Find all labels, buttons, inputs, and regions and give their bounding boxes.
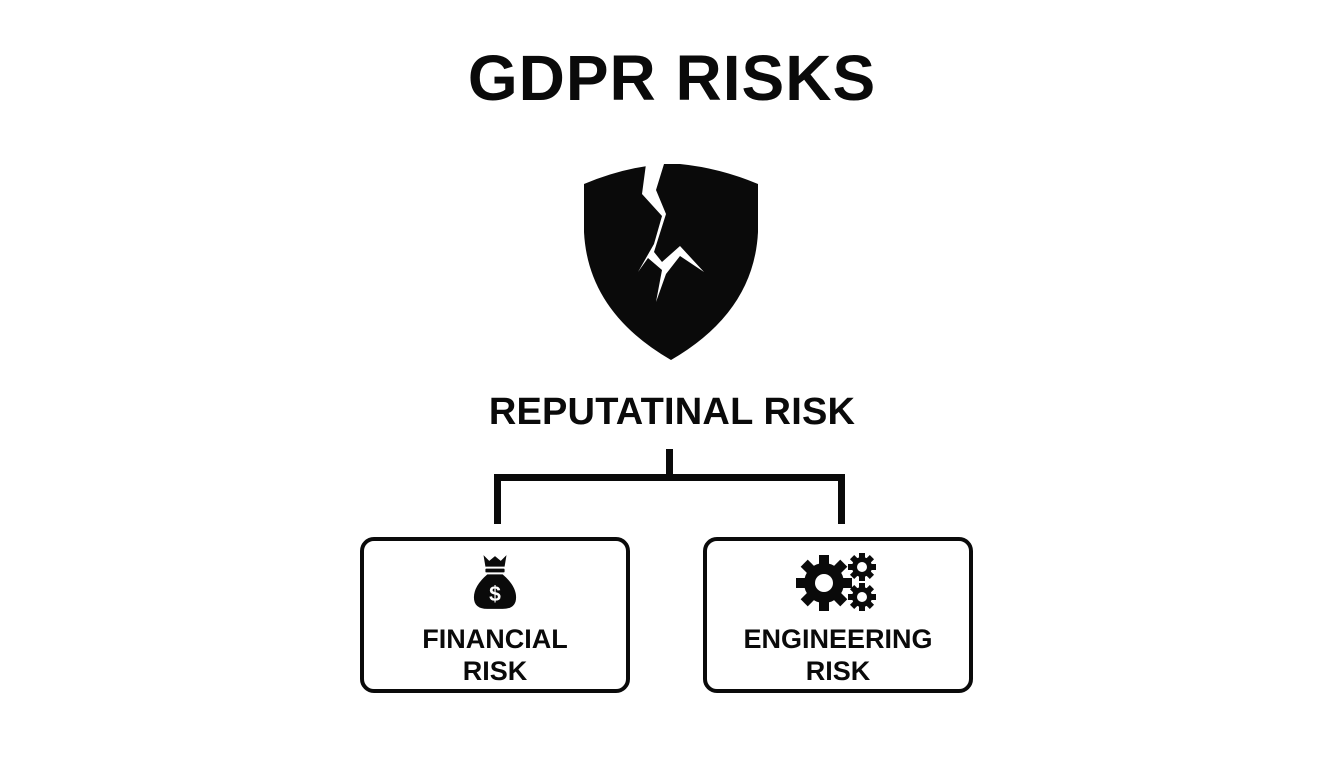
diagram-title: GDPR RISKS <box>467 42 877 114</box>
gears-icon <box>796 553 876 611</box>
connector-bar <box>494 474 845 481</box>
engineering-risk-box: ENGINEERING RISK <box>703 537 973 693</box>
central-node-label: REPUTATINAL RISK <box>488 391 856 433</box>
connector-stem <box>666 449 673 477</box>
financial-risk-box: $ FINANCIAL RISK <box>360 537 630 693</box>
broken-shield-icon <box>584 164 758 360</box>
engineering-risk-label: ENGINEERING RISK <box>743 624 933 686</box>
connector-left-drop <box>494 474 501 524</box>
svg-text:$: $ <box>489 583 501 606</box>
connector-right-drop <box>838 474 845 524</box>
money-bag-icon: $ <box>473 555 517 609</box>
financial-risk-label: FINANCIAL RISK <box>422 624 568 686</box>
